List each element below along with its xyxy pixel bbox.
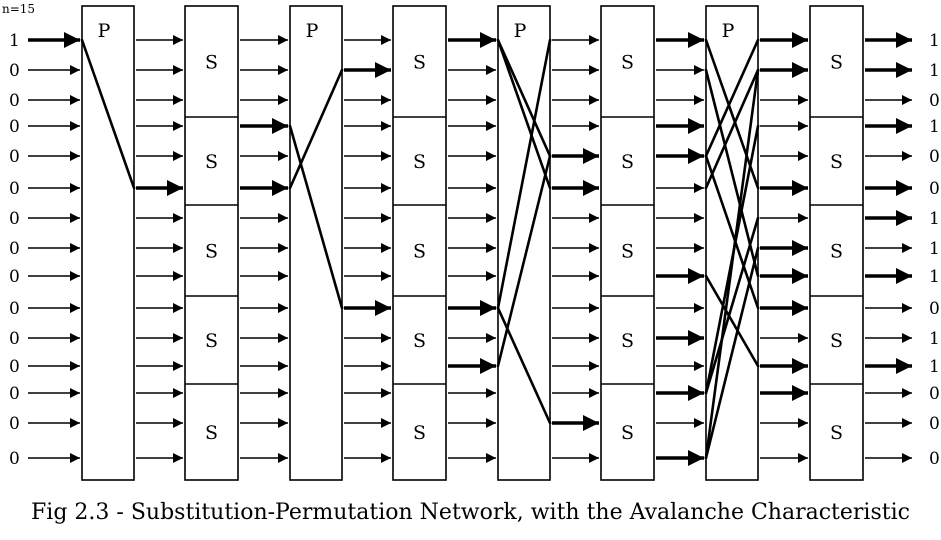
sbox-label: S bbox=[205, 241, 218, 263]
sbox-label: S bbox=[830, 241, 843, 263]
sbox-label: S bbox=[621, 241, 634, 263]
sbox-label: S bbox=[621, 52, 634, 74]
output-bit: 0 bbox=[929, 299, 940, 319]
sbox-label: S bbox=[205, 422, 218, 444]
permutation-trail bbox=[704, 38, 760, 190]
input-bit: 0 bbox=[9, 117, 20, 137]
output-bit: 1 bbox=[929, 239, 940, 259]
spn-diagram: P P P P S S S S S S S S S S S S S S S S S S S Sn=15 1 0 0 0 0 0 0 0 0 0 0 0… bbox=[2, 2, 940, 481]
sbox-label: S bbox=[413, 330, 426, 352]
permutation-trail bbox=[704, 38, 760, 158]
output-bit: 0 bbox=[929, 414, 940, 434]
permutation-trail bbox=[496, 154, 552, 368]
sbox-label: S bbox=[830, 52, 843, 74]
sbox-label: S bbox=[413, 52, 426, 74]
permutation-label: P bbox=[722, 20, 735, 42]
permutation-box bbox=[81, 5, 135, 481]
sbox-column bbox=[809, 5, 864, 481]
input-bit: 0 bbox=[9, 239, 20, 259]
sbox-label: S bbox=[621, 422, 634, 444]
permutation-trail bbox=[496, 38, 552, 158]
output-bit: 1 bbox=[929, 61, 940, 81]
permutation-label: P bbox=[98, 20, 111, 42]
output-bit: 1 bbox=[929, 209, 940, 229]
sbox-label: S bbox=[830, 422, 843, 444]
input-bit: 0 bbox=[9, 147, 20, 167]
input-bit: 1 bbox=[9, 31, 20, 51]
permutation-label: P bbox=[514, 20, 527, 42]
permutation-trail bbox=[704, 216, 760, 395]
input-bit: 0 bbox=[9, 299, 20, 319]
boxes bbox=[80, 5, 864, 481]
output-bit: 1 bbox=[929, 31, 940, 51]
sbox-label: S bbox=[413, 241, 426, 263]
sbox-label: S bbox=[413, 422, 426, 444]
input-bit: 0 bbox=[9, 384, 20, 404]
permutation-trail bbox=[288, 68, 344, 190]
output-bit: 0 bbox=[929, 449, 940, 469]
output-bit: 0 bbox=[929, 147, 940, 167]
permutation-trail bbox=[704, 274, 760, 368]
output-bit: 1 bbox=[929, 357, 940, 377]
round-count-label: n=15 bbox=[2, 2, 35, 16]
input-bit: 0 bbox=[9, 449, 20, 469]
permutation-trail bbox=[704, 68, 760, 278]
permutation-label: P bbox=[306, 20, 319, 42]
output-bit: 1 bbox=[929, 267, 940, 287]
permutation-trail bbox=[496, 38, 552, 310]
labels: P P P P S S S S S S S S S S S S S S S S S S S Sn=15 1 0 0 0 0 0 0 0 0 0 0 0… bbox=[2, 2, 940, 469]
input-bit: 0 bbox=[9, 414, 20, 434]
sbox-label: S bbox=[830, 151, 843, 173]
sbox-column bbox=[600, 5, 655, 481]
output-bit: 1 bbox=[929, 117, 940, 137]
sbox-label: S bbox=[621, 330, 634, 352]
input-bit: 0 bbox=[9, 61, 20, 81]
sbox-label: S bbox=[621, 151, 634, 173]
sbox-label: S bbox=[205, 151, 218, 173]
permutation-trail bbox=[288, 124, 344, 310]
output-bit: 0 bbox=[929, 179, 940, 199]
sbox-label: S bbox=[205, 52, 218, 74]
permutation-trail bbox=[704, 68, 760, 190]
figure-caption: Fig 2.3 - Substitution-Permutation Netwo… bbox=[31, 500, 910, 525]
permutation-trail bbox=[704, 68, 760, 460]
input-bit: 0 bbox=[9, 329, 20, 349]
output-bit: 1 bbox=[929, 329, 940, 349]
sbox-column bbox=[392, 5, 447, 481]
input-bit: 0 bbox=[9, 179, 20, 199]
wires bbox=[28, 32, 912, 466]
output-bit: 0 bbox=[929, 384, 940, 404]
permutation-box bbox=[289, 5, 343, 481]
input-bit: 0 bbox=[9, 91, 20, 111]
sbox-label: S bbox=[413, 151, 426, 173]
sbox-label: S bbox=[205, 330, 218, 352]
permutation-trail bbox=[496, 38, 552, 190]
permutation-trail bbox=[80, 38, 136, 190]
input-bit: 0 bbox=[9, 209, 20, 229]
sbox-label: S bbox=[830, 330, 843, 352]
input-bit: 0 bbox=[9, 357, 20, 377]
output-bit: 0 bbox=[929, 91, 940, 111]
permutation-trail bbox=[704, 246, 760, 460]
sbox-column bbox=[184, 5, 239, 481]
input-bit: 0 bbox=[9, 267, 20, 287]
